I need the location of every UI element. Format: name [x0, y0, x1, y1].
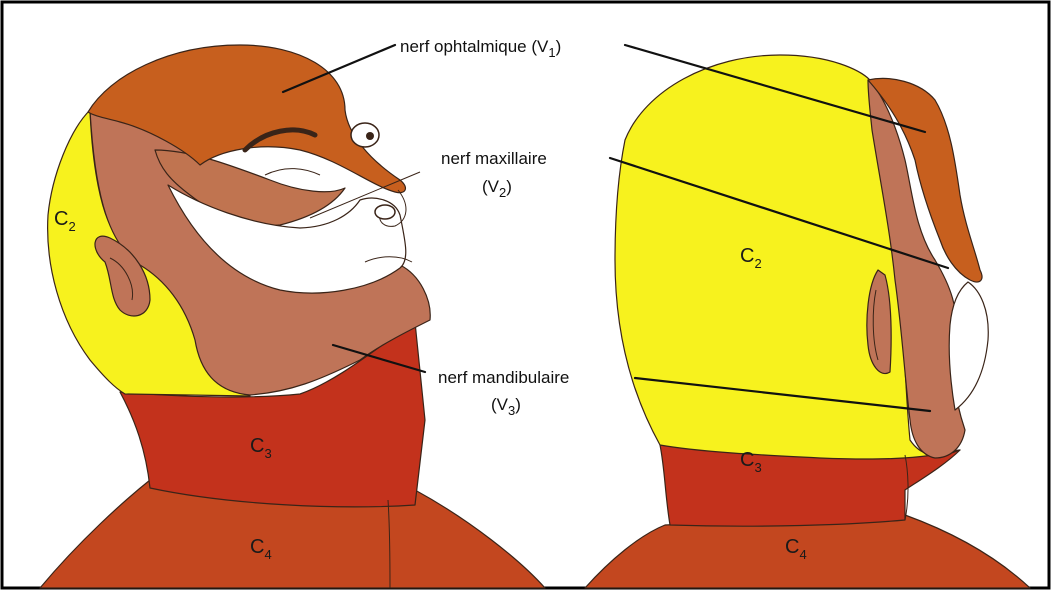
left-eye-far	[351, 123, 379, 147]
label-nerf-maxillaire: nerf maxillaire	[441, 149, 547, 168]
label-nerf-mandibulaire: nerf mandibulaire	[438, 368, 569, 387]
